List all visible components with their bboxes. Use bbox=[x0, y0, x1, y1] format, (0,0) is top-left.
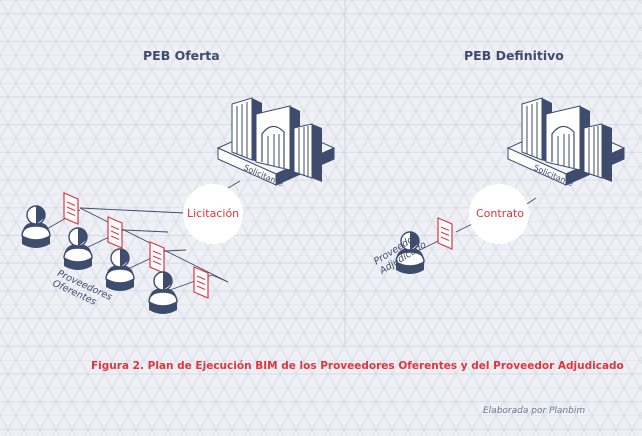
person-icon bbox=[148, 271, 178, 314]
person-icon bbox=[105, 248, 135, 291]
person-icon bbox=[63, 227, 93, 270]
person-icon bbox=[21, 205, 51, 248]
figure-credit: Elaborada por Planbim bbox=[483, 406, 586, 416]
right-building bbox=[506, 97, 626, 186]
document-icon bbox=[193, 266, 209, 299]
contrato-label: Contrato bbox=[476, 207, 525, 220]
right-panel-title: PEB Definitivo bbox=[464, 48, 564, 63]
contrato-bubble bbox=[469, 184, 529, 244]
licitacion-bubble bbox=[183, 184, 243, 244]
licitacion-label: Licitación bbox=[187, 207, 240, 220]
document-icon bbox=[437, 217, 453, 250]
figure-caption: Figura 2. Plan de Ejecución BIM de los P… bbox=[91, 360, 624, 372]
document-icon bbox=[149, 241, 165, 274]
person-icon bbox=[395, 231, 425, 274]
left-panel-title: PEB Oferta bbox=[143, 48, 220, 63]
document-icon bbox=[63, 192, 79, 225]
document-icon bbox=[107, 216, 123, 249]
left-building bbox=[216, 97, 336, 186]
